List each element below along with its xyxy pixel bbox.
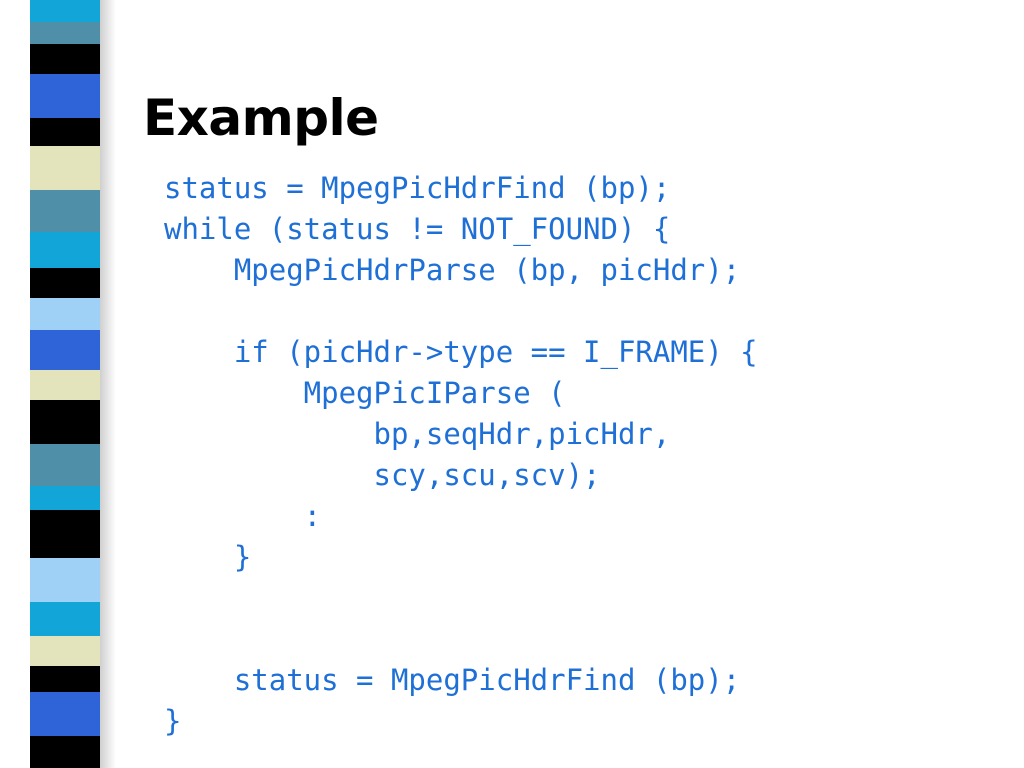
strip-band (30, 510, 100, 558)
code-line (164, 578, 758, 619)
strip-band (30, 486, 100, 510)
strip-band (30, 22, 100, 44)
strip-band (30, 370, 100, 400)
code-line: status = MpegPicHdrFind (bp); (164, 663, 741, 697)
code-line: } (164, 704, 182, 738)
code-line: scy,scu,scv); (164, 458, 601, 492)
code-line: status = MpegPicHdrFind (bp); (164, 171, 671, 205)
strip-band (30, 44, 100, 74)
slide-title: Example (143, 89, 379, 147)
strip-band (30, 146, 100, 190)
strip-band (30, 558, 100, 602)
strip-band (30, 692, 100, 736)
code-line: if (picHdr->type == I_FRAME) { (164, 335, 758, 369)
strip-band (30, 636, 100, 666)
strip-band (30, 268, 100, 298)
slide-margin (0, 0, 30, 768)
code-line: while (status != NOT_FOUND) { (164, 212, 671, 246)
strip-band (30, 736, 100, 768)
code-line: bp,seqHdr,picHdr, (164, 417, 671, 451)
strip-band (30, 400, 100, 444)
strip-band (30, 602, 100, 636)
strip-band (30, 330, 100, 370)
code-line (164, 619, 758, 660)
strip-band (30, 0, 100, 22)
code-line: MpegPicIParse ( (164, 376, 566, 410)
strip-shadow (100, 0, 116, 768)
decorative-strip (30, 0, 100, 768)
code-line: } (164, 540, 252, 574)
code-line: MpegPicHdrParse (bp, picHdr); (164, 253, 741, 287)
strip-band (30, 298, 100, 330)
strip-band (30, 74, 100, 118)
strip-band (30, 118, 100, 146)
code-line (164, 291, 758, 332)
strip-band (30, 190, 100, 232)
strip-band (30, 444, 100, 486)
code-block: status = MpegPicHdrFind (bp); while (sta… (164, 168, 758, 742)
strip-band (30, 232, 100, 268)
strip-band (30, 666, 100, 692)
code-line: : (164, 499, 322, 533)
